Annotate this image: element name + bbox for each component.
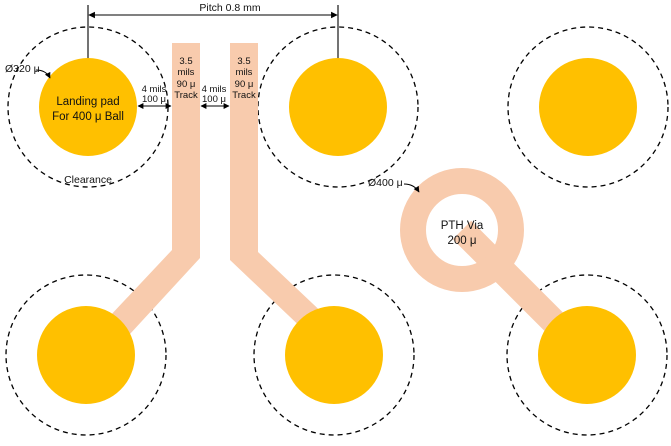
pad-bottom-mid	[285, 306, 383, 404]
clearance-ring-bottom-left	[5, 274, 167, 436]
track1-label-line4: Track	[174, 90, 198, 101]
leaders	[35, 69, 420, 193]
clearance-ring-bottom-mid	[253, 274, 415, 436]
spacing2-label-line1: 4 mils	[202, 84, 227, 95]
pitch-dimension	[87, 5, 339, 58]
pad-bottom-left	[37, 306, 135, 404]
pad-diameter-label: Ø320 μ	[5, 63, 40, 75]
pad-bottom-right	[538, 306, 636, 404]
pitch-label: Pitch 0.8 mm	[199, 2, 261, 14]
track2-label-line1: 3.5	[237, 56, 250, 67]
track2-label-line2: mils	[236, 67, 253, 78]
clearance-ring-bottom-right	[506, 274, 668, 436]
pad-top-mid	[289, 58, 387, 156]
spacing1-label-line1: 4 mils	[142, 84, 167, 95]
track-right	[230, 43, 330, 334]
track2-label-line3: 90 μ	[235, 79, 254, 90]
landing-pad-label-line1: Landing pad	[56, 96, 119, 108]
clearance-label: Clearance	[64, 174, 112, 186]
track2-label-line4: Track	[232, 90, 256, 101]
spacing1-label-line2: 100 μ	[142, 94, 166, 105]
landing-pads	[37, 58, 637, 404]
pad-top-right	[539, 58, 637, 156]
track1-label-line1: 3.5	[179, 56, 192, 67]
pad-top-left	[39, 58, 137, 156]
spacing2-label-line2: 100 μ	[202, 94, 226, 105]
track1-label-line2: mils	[178, 67, 195, 78]
clearance-ring-top-mid	[257, 26, 419, 188]
clearance-ring-top-right	[507, 26, 669, 188]
via-diameter-leader	[403, 183, 420, 193]
via-diameter-label: Ø400 μ	[368, 177, 403, 189]
pad-diameter-leader	[35, 69, 51, 79]
via-label-line1: PTH Via	[441, 220, 484, 232]
via-ring	[400, 168, 524, 292]
track1-label-line3: 90 μ	[177, 79, 196, 90]
via-label-line2: 200 μ	[447, 235, 476, 247]
track-left	[108, 43, 200, 334]
landing-pad-label-line2: For 400 μ Ball	[52, 111, 124, 123]
